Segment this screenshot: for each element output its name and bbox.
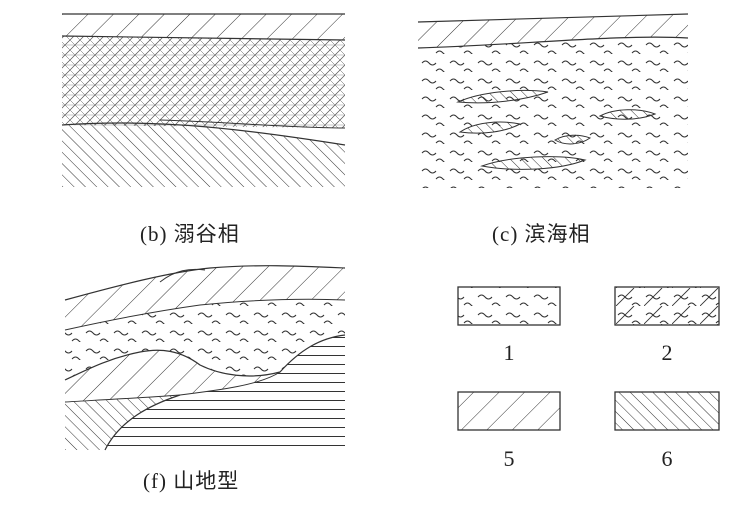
legend: [457, 286, 720, 431]
legend-swatch-2: [614, 286, 720, 326]
legend-label-1: 1: [503, 340, 515, 365]
legend-label-6: 6: [661, 446, 673, 471]
legend-swatch-5: [457, 391, 561, 431]
legend-swatch-6: [614, 391, 720, 431]
caption-f: (f) 山地型: [143, 469, 240, 493]
legend-label-5: 5: [503, 446, 515, 471]
legend-swatch-1: [457, 286, 561, 326]
panel-f-section: [64, 265, 346, 451]
caption-b: (b) 溺谷相: [140, 222, 240, 246]
panel-b-section: [61, 13, 346, 187]
caption-c: (c) 滨海相: [492, 222, 591, 246]
legend-label-2: 2: [661, 340, 673, 365]
panel-c-section: [417, 13, 689, 188]
